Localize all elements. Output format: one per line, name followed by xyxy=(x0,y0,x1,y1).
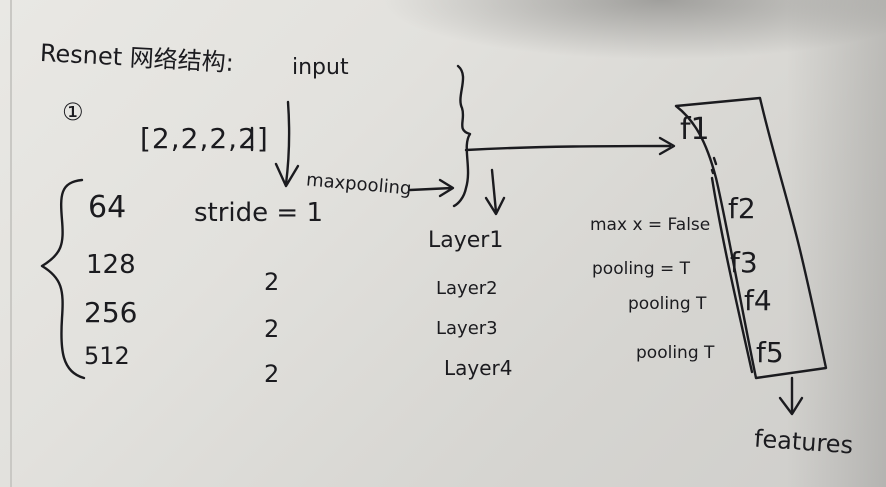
stride-2-b: 2 xyxy=(264,315,280,343)
feature-f2: f2 xyxy=(728,192,756,225)
layer3-label: Layer3 xyxy=(436,318,498,339)
layer1-down-arrow-icon xyxy=(490,168,498,214)
layer-counts: [2,2,2,2] xyxy=(140,122,269,155)
f1-arrow-icon xyxy=(464,144,672,152)
stride-2-a: 2 xyxy=(264,268,280,296)
channel-256: 256 xyxy=(84,296,138,329)
input-label: input xyxy=(292,55,349,80)
pool-flag-2: pooling = T xyxy=(592,259,691,279)
feature-box-icon xyxy=(674,96,828,380)
input-down-arrow-icon xyxy=(284,100,291,186)
layer-brace-icon xyxy=(452,64,472,208)
left-brace-icon xyxy=(40,178,86,380)
layer4-label: Layer4 xyxy=(444,356,513,380)
phone-shadow xyxy=(380,0,886,60)
page-margin xyxy=(10,0,12,487)
layer1-label: Layer1 xyxy=(428,228,504,253)
stride-2-c: 2 xyxy=(264,360,280,388)
stride-label: stride = 1 xyxy=(194,198,324,228)
feature-f1: f1 xyxy=(680,112,710,147)
page-shadow xyxy=(786,0,886,487)
pool-flag-3: pooling T xyxy=(628,294,707,314)
item-marker: ① xyxy=(62,98,84,126)
pool-flag-1: max x = False xyxy=(590,215,711,235)
pool-flag-4: pooling T xyxy=(636,343,715,363)
layer2-label: Layer2 xyxy=(436,278,498,299)
channel-512: 512 xyxy=(84,342,130,370)
channel-64: 64 xyxy=(88,190,127,225)
feature-f5: f5 xyxy=(756,336,784,369)
maxpooling-arrow-icon xyxy=(408,186,454,192)
channel-128: 128 xyxy=(86,250,136,280)
feature-f4: f4 xyxy=(744,284,772,317)
